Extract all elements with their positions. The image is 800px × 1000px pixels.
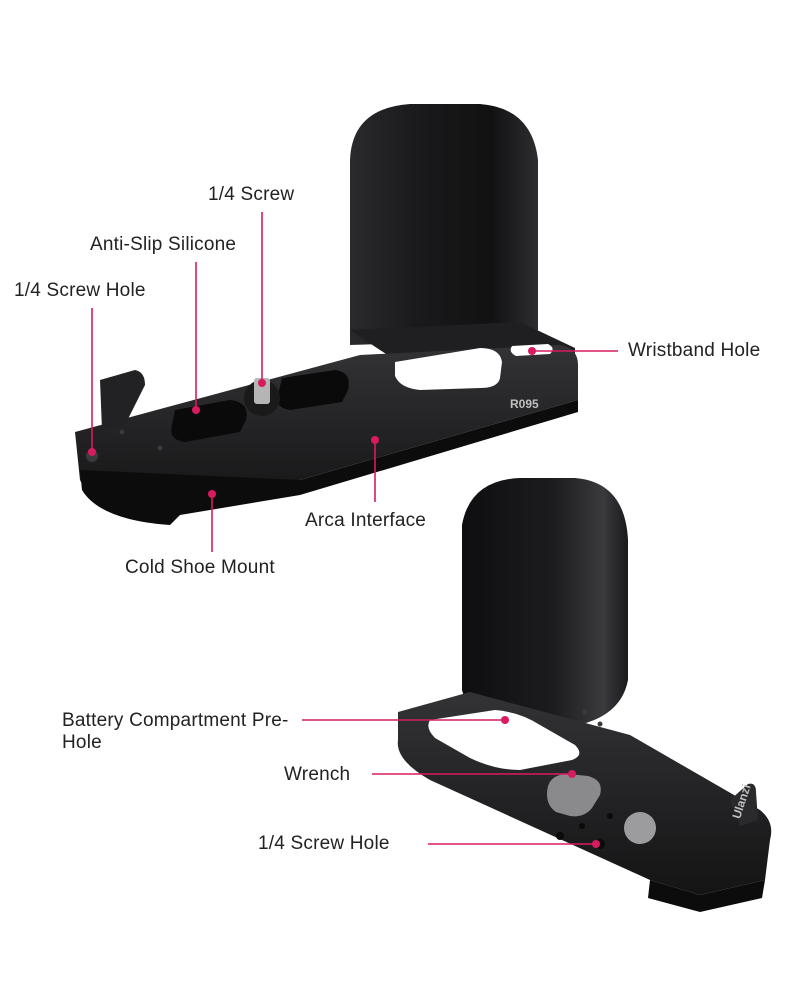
callout-dot-screw-hole-top: [88, 448, 96, 456]
top-view-product: R095: [75, 104, 578, 525]
top-cutout: [395, 348, 502, 390]
callout-dot-cold-shoe: [208, 490, 216, 498]
label-wrench: Wrench: [284, 764, 351, 785]
bottom-grip: [462, 478, 628, 728]
label-screw-hole-top: 1/4 Screw Hole: [14, 280, 146, 301]
top-cold-shoe-tab: [100, 370, 145, 430]
callout-dots: [88, 347, 600, 848]
top-grip: [350, 104, 538, 345]
top-plate-edge: [80, 400, 578, 525]
label-cold-shoe-mount: Cold Shoe Mount: [125, 557, 275, 578]
bottom-battery-cutout: [428, 710, 580, 770]
top-model-stamp: R095: [510, 397, 539, 411]
top-silicone-pad-left: [171, 400, 247, 442]
bottom-wrench: [547, 774, 601, 817]
callout-dot-silicone: [192, 406, 200, 414]
bottom-view-product: Ulanzi: [397, 478, 772, 912]
callout-dot-screw: [258, 379, 266, 387]
bottom-screw: [624, 812, 656, 844]
label-battery-compartment: Battery Compartment Pre-Hole: [62, 710, 289, 753]
callout-dot-wrench: [568, 770, 576, 778]
callout-dot-arca: [371, 436, 379, 444]
bottom-cold-shoe-tab: [730, 783, 758, 826]
label-screw-hole-bottom: 1/4 Screw Hole: [258, 833, 390, 854]
callout-dot-wristband: [528, 347, 536, 355]
callout-dot-battery: [501, 716, 509, 724]
label-anti-slip-silicone: Anti-Slip Silicone: [90, 234, 237, 255]
bottom-plate-edge: [648, 880, 765, 912]
top-silicone-pad-right: [277, 370, 349, 410]
callout-dot-screw-hole-bottom: [592, 840, 600, 848]
label-screw: 1/4 Screw: [208, 184, 295, 205]
label-arca-interface: Arca Interface: [305, 510, 427, 531]
callout-lines: [91, 212, 618, 845]
top-screw: [254, 378, 270, 404]
label-wristband-hole: Wristband Hole: [628, 340, 761, 361]
